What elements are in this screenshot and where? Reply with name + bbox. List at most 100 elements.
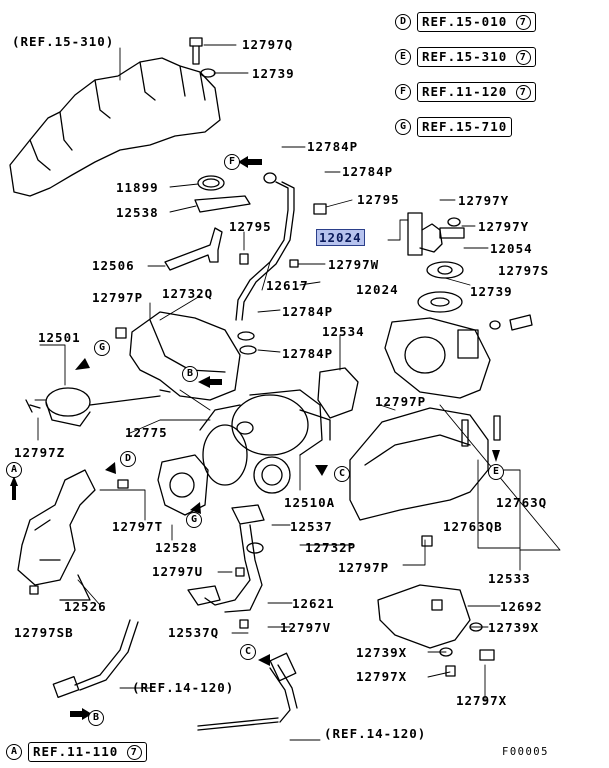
part-label-12732Q[interactable]: 12732Q [162, 286, 214, 301]
gasket-12528 [157, 454, 209, 516]
part-label-12795[interactable]: 12795 [357, 192, 400, 207]
part-label-12534[interactable]: 12534 [322, 324, 365, 339]
elbow-pipe-12526 [17, 469, 96, 601]
part-label-12538[interactable]: 12538 [116, 205, 159, 220]
hose-c [269, 664, 298, 723]
ref-label-c[interactable]: (REF.14-120) [324, 726, 427, 741]
oil-return-elbow [407, 212, 465, 279]
part-label-12797P[interactable]: 12797P [375, 394, 427, 409]
part-label-12784P[interactable]: 12784P [282, 304, 334, 319]
part-label-12692[interactable]: 12692 [500, 599, 543, 614]
heat-shield-12732P [349, 407, 489, 521]
part-label-12775[interactable]: 12775 [125, 425, 168, 440]
part-label-12739X[interactable]: 12739X [356, 645, 408, 660]
legend-tail-circle: 7 [515, 15, 531, 30]
part-label-12526[interactable]: 12526 [64, 599, 107, 614]
gasket-12537 [231, 504, 265, 525]
part-label-12621[interactable]: 12621 [292, 596, 335, 611]
bolt-12795-b [239, 253, 249, 265]
legend-ref-a[interactable]: REF.11-110 7 [28, 742, 147, 762]
part-label-12537Q[interactable]: 12537Q [168, 625, 220, 640]
part-label-12784P[interactable]: 12784P [282, 346, 334, 361]
turbocharger-12510A [199, 389, 331, 494]
highlighted-part-12024[interactable]: 12024 [316, 229, 365, 246]
legend-letter-e: E [395, 49, 411, 65]
part-label-12784P[interactable]: 12784P [307, 139, 359, 154]
legend-letter-d: D [395, 14, 411, 30]
part-label-12617[interactable]: 12617 [266, 278, 309, 293]
marker-a: A [6, 462, 22, 478]
part-label-12528[interactable]: 12528 [155, 540, 198, 555]
part-label-12763QB[interactable]: 12763QB [443, 519, 503, 534]
heat-shield-12732Q [129, 311, 241, 401]
part-label-12054[interactable]: 12054 [490, 241, 533, 256]
part-label-12501[interactable]: 12501 [38, 330, 81, 345]
part-label-12797Y[interactable]: 12797Y [458, 193, 510, 208]
part-label-12763Q[interactable]: 12763Q [496, 495, 548, 510]
studs-12763Q [461, 415, 501, 447]
pipe-12621 [204, 524, 263, 613]
marker-c: C [240, 644, 256, 660]
part-label-12797Z[interactable]: 12797Z [14, 445, 66, 460]
plate-12538 [194, 195, 251, 213]
legend-ref-text: REF.11-110 [33, 744, 119, 759]
part-label-12797Q[interactable]: 12797Q [242, 37, 294, 52]
gasket-12534 [317, 367, 359, 419]
legend-letter-f: F [395, 84, 411, 100]
part-label-12797U[interactable]: 12797U [152, 564, 204, 579]
part-label-12506[interactable]: 12506 [92, 258, 135, 273]
ref-label-b[interactable]: (REF.14-120) [132, 680, 235, 695]
part-label-11899[interactable]: 11899 [116, 180, 159, 195]
oil-pipe-12617 [235, 172, 295, 355]
part-label-12797W[interactable]: 12797W [328, 257, 380, 272]
bracket-12692 [377, 584, 471, 649]
figure-code: F00005 [502, 746, 549, 758]
marker-b: B [88, 710, 104, 726]
part-label-12797SB[interactable]: 12797SB [14, 625, 74, 640]
exhaust-elbow-flange [384, 291, 491, 399]
legend-ref-text: REF.11-120 [422, 84, 508, 99]
part-label-12739[interactable]: 12739 [470, 284, 513, 299]
part-label-12797V[interactable]: 12797V [280, 620, 332, 635]
legend-ref-e[interactable]: REF.15-310 7 [417, 47, 536, 67]
legend-tail-circle: 7 [126, 745, 142, 760]
part-label-12795[interactable]: 12795 [229, 219, 272, 234]
bracket-12506 [164, 227, 223, 271]
bolt-12797W [289, 259, 299, 268]
part-label-12024[interactable]: 12024 [356, 282, 399, 297]
part-label-12797X[interactable]: 12797X [356, 669, 408, 684]
part-label-12732P[interactable]: 12732P [305, 540, 357, 555]
part-label-12533[interactable]: 12533 [488, 571, 531, 586]
part-label-12797P[interactable]: 12797P [92, 290, 144, 305]
legend-ref-text: REF.15-310 [422, 49, 508, 64]
legend-letter-a: A [6, 744, 22, 760]
part-label-12797T[interactable]: 12797T [112, 519, 164, 534]
part-label-12797S[interactable]: 12797S [498, 263, 550, 278]
part-label-12797Y[interactable]: 12797Y [478, 219, 530, 234]
part-label-12797X[interactable]: 12797X [456, 693, 508, 708]
pipe-c [197, 717, 279, 731]
marker-c: C [334, 466, 350, 482]
legend-letter-g: G [395, 119, 411, 135]
part-label-12510A[interactable]: 12510A [284, 495, 336, 510]
part-label-12024-highlighted[interactable]: 12024 [316, 229, 365, 246]
part-label-12739X[interactable]: 12739X [488, 620, 540, 635]
bolt-12795 [313, 203, 327, 215]
legend-ref-text: REF.15-010 [422, 14, 508, 29]
part-label-12739[interactable]: 12739 [252, 66, 295, 81]
marker-g: G [186, 512, 202, 528]
ref-label-top-left[interactable]: (REF.15-310) [12, 34, 115, 49]
part-label-12797P[interactable]: 12797P [338, 560, 390, 575]
legend-ref-g[interactable]: REF.15-710 [417, 117, 513, 137]
part-label-12784P[interactable]: 12784P [342, 164, 394, 179]
legend-ref-f[interactable]: REF.11-120 7 [417, 82, 536, 102]
flow-arrows [10, 156, 500, 720]
marker-b: B [182, 366, 198, 382]
part-label-12537[interactable]: 12537 [290, 519, 333, 534]
hose-b [74, 619, 139, 691]
legend-ref-d[interactable]: REF.15-010 7 [417, 12, 536, 32]
marker-g: G [94, 340, 110, 356]
marker-d: D [120, 451, 136, 467]
